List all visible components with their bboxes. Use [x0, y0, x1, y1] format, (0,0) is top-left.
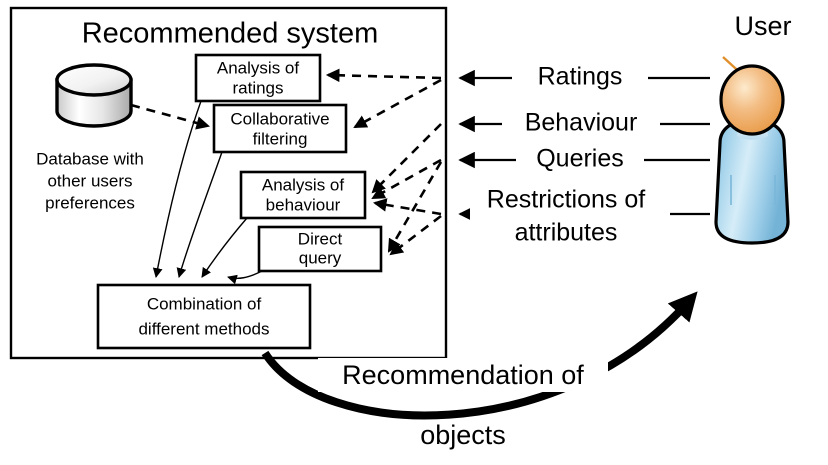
node-combination-of-methods[interactable]: Combination of different methods — [96, 283, 312, 350]
flow-ratings: Ratings — [458, 62, 710, 94]
node-combination-of-methods-line-1: Combination of — [147, 294, 262, 313]
node-analysis-of-behaviour-line-2: behaviour — [266, 195, 341, 214]
link-collaborative-filtering-to-combination — [176, 151, 223, 278]
database-cylinder — [55, 63, 133, 128]
flow-restrictions-of-attributes: Restrictions of attributes — [458, 182, 710, 247]
flow-queries: Queries — [458, 144, 710, 176]
link-behaviour-to-analysis-of-behaviour — [371, 123, 442, 194]
node-analysis-of-behaviour[interactable]: Analysis of behaviour — [239, 170, 367, 220]
node-direct-query-line-2: query — [299, 248, 342, 267]
flow-restrictions-label-line-2: attributes — [515, 219, 618, 247]
link-queries-to-analysis-of-behaviour — [371, 158, 442, 200]
flow-behaviour: Behaviour — [458, 108, 710, 140]
node-combination-of-methods-line-2: different methods — [138, 319, 269, 338]
actor-user-label: User — [734, 11, 791, 41]
node-analysis-of-ratings-line-1: Analysis of — [217, 58, 299, 77]
node-collaborative-filtering-line-1: Collaborative — [230, 109, 329, 128]
node-collaborative-filtering-line-2: filtering — [253, 129, 308, 148]
node-analysis-of-ratings-line-2: ratings — [232, 78, 283, 97]
flow-ratings-label: Ratings — [538, 63, 623, 91]
node-collaborative-filtering[interactable]: Collaborative filtering — [212, 103, 348, 154]
flow-recommendation-of-objects-arc — [261, 291, 698, 420]
link-restrictions-to-direct-query — [389, 214, 442, 256]
node-analysis-of-ratings[interactable]: Analysis of ratings — [194, 53, 322, 103]
flow-behaviour-label: Behaviour — [525, 109, 638, 137]
flow-restrictions-label-line-1: Restrictions of — [487, 186, 645, 214]
flow-queries-label: Queries — [536, 145, 624, 173]
flow-recommendation-label-line-1: Recommendation of — [342, 360, 584, 390]
link-queries-to-direct-query — [387, 161, 443, 253]
link-restrictions-to-analysis-of-behaviour — [372, 198, 442, 216]
node-direct-query[interactable]: Direct query — [257, 225, 383, 273]
link-analysis-of-behaviour-to-combination — [201, 217, 248, 278]
node-direct-query-line-1: Direct — [298, 229, 343, 248]
node-analysis-of-behaviour-line-1: Analysis of — [262, 175, 344, 194]
link-direct-query-to-combination — [227, 270, 263, 285]
link-analysis-of-ratings-to-combination — [152, 100, 202, 278]
user-avatar-icon — [714, 56, 790, 245]
link-ratings-to-collaborative-filtering — [353, 78, 442, 129]
flow-recommendation-label-line-2: objects — [420, 420, 506, 450]
database-caption-line-3: preferences — [45, 193, 135, 212]
link-database-to-collaborative-filtering — [130, 103, 210, 130]
database-caption-line-1: Database with — [36, 149, 144, 168]
link-ratings-to-analysis-of-ratings — [325, 68, 442, 83]
database-caption-line-2: other users — [47, 171, 132, 190]
page-title: Recommended system — [82, 18, 379, 50]
